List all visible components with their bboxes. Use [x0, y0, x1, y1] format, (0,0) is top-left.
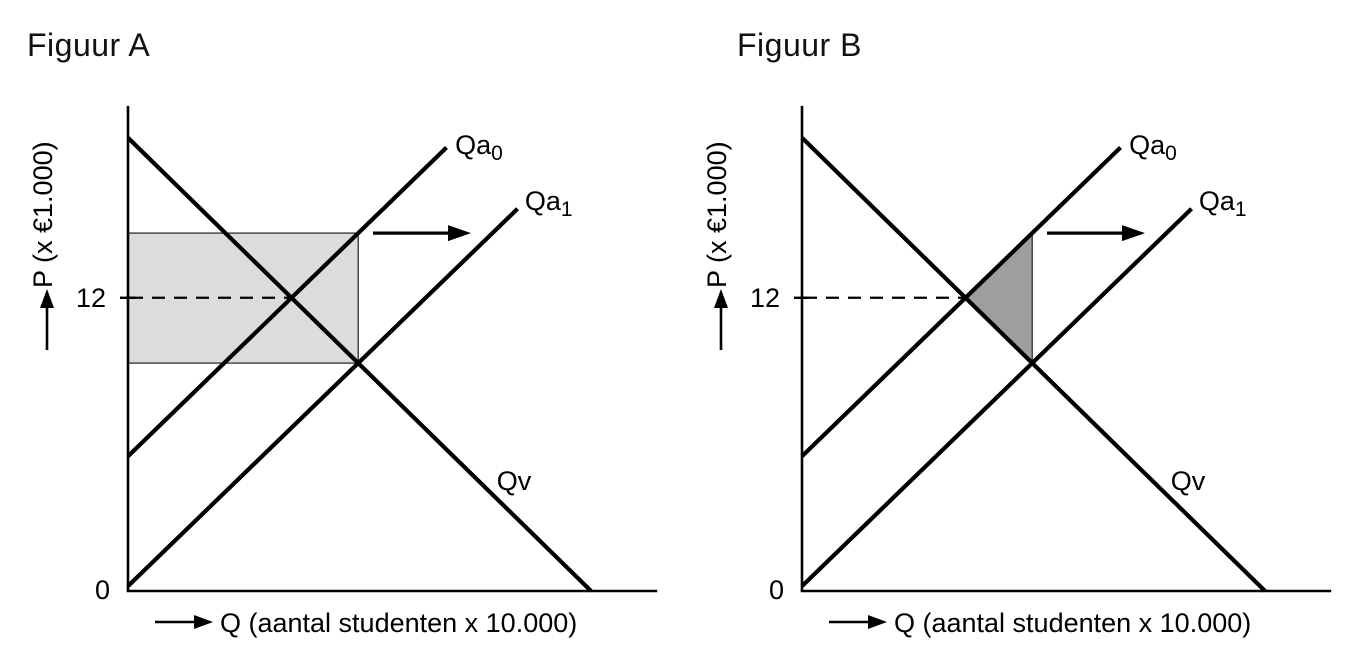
figa-qa1-label: Qa1: [525, 186, 573, 221]
figb-x-axis-title: Q (aantal studenten x 10.000): [894, 608, 1251, 638]
figa-price-tick-label: 12: [76, 283, 106, 313]
figb-price-tick-label: 12: [750, 283, 780, 313]
figa-qa0-label-sub: 0: [491, 142, 503, 165]
figa-origin-label: 0: [95, 575, 110, 605]
figa-qa1-label-base: Qa: [525, 186, 562, 216]
figa-qa1-line: [126, 207, 520, 588]
figa-qv-label: Qv: [497, 466, 532, 496]
figa-shaded-rectangle: [127, 232, 359, 364]
figure-a-title: Figuur A: [27, 27, 151, 63]
figb-qa0-label-base: Qa: [1129, 130, 1166, 160]
figa-qa0-label: Qa0: [455, 130, 503, 165]
figa-y-axis-arrow-head: [40, 289, 54, 308]
figa-y-axis-title: P (x €1.000): [28, 141, 58, 288]
figb-qa1-label-base: Qa: [1199, 186, 1236, 216]
figb-qv-label: Qv: [1171, 466, 1206, 496]
figa-qa1-label-sub: 1: [561, 198, 573, 221]
figb-qa0-label: Qa0: [1129, 130, 1177, 165]
figb-qa1-line: [800, 207, 1194, 588]
figb-y-axis-title: P (x €1.000): [702, 141, 732, 288]
figb-qa0-label-sub: 0: [1165, 142, 1177, 165]
figb-shaded-triangle: [964, 231, 1033, 365]
figb-origin-label: 0: [769, 575, 784, 605]
figa-x-axis-arrow-head: [194, 615, 213, 629]
figb-shift-right-arrow-head: [1122, 225, 1145, 242]
figb-qa1-label: Qa1: [1199, 186, 1247, 221]
figa-qa0-label-base: Qa: [455, 130, 492, 160]
figa-qa0-line: [126, 146, 448, 458]
figb-qa1-label-sub: 1: [1235, 198, 1247, 221]
figb-qa0-line: [800, 146, 1122, 458]
figure-b-title: Figuur B: [737, 27, 862, 63]
figb-qv-label-base: Qv: [1171, 466, 1206, 496]
figa-shift-right-arrow-head: [448, 225, 471, 242]
figa-qv-label-base: Qv: [497, 466, 532, 496]
figb-x-axis-arrow-head: [868, 615, 887, 629]
figa-x-axis-title: Q (aantal studenten x 10.000): [220, 608, 577, 638]
figb-y-axis-arrow-head: [714, 289, 728, 308]
